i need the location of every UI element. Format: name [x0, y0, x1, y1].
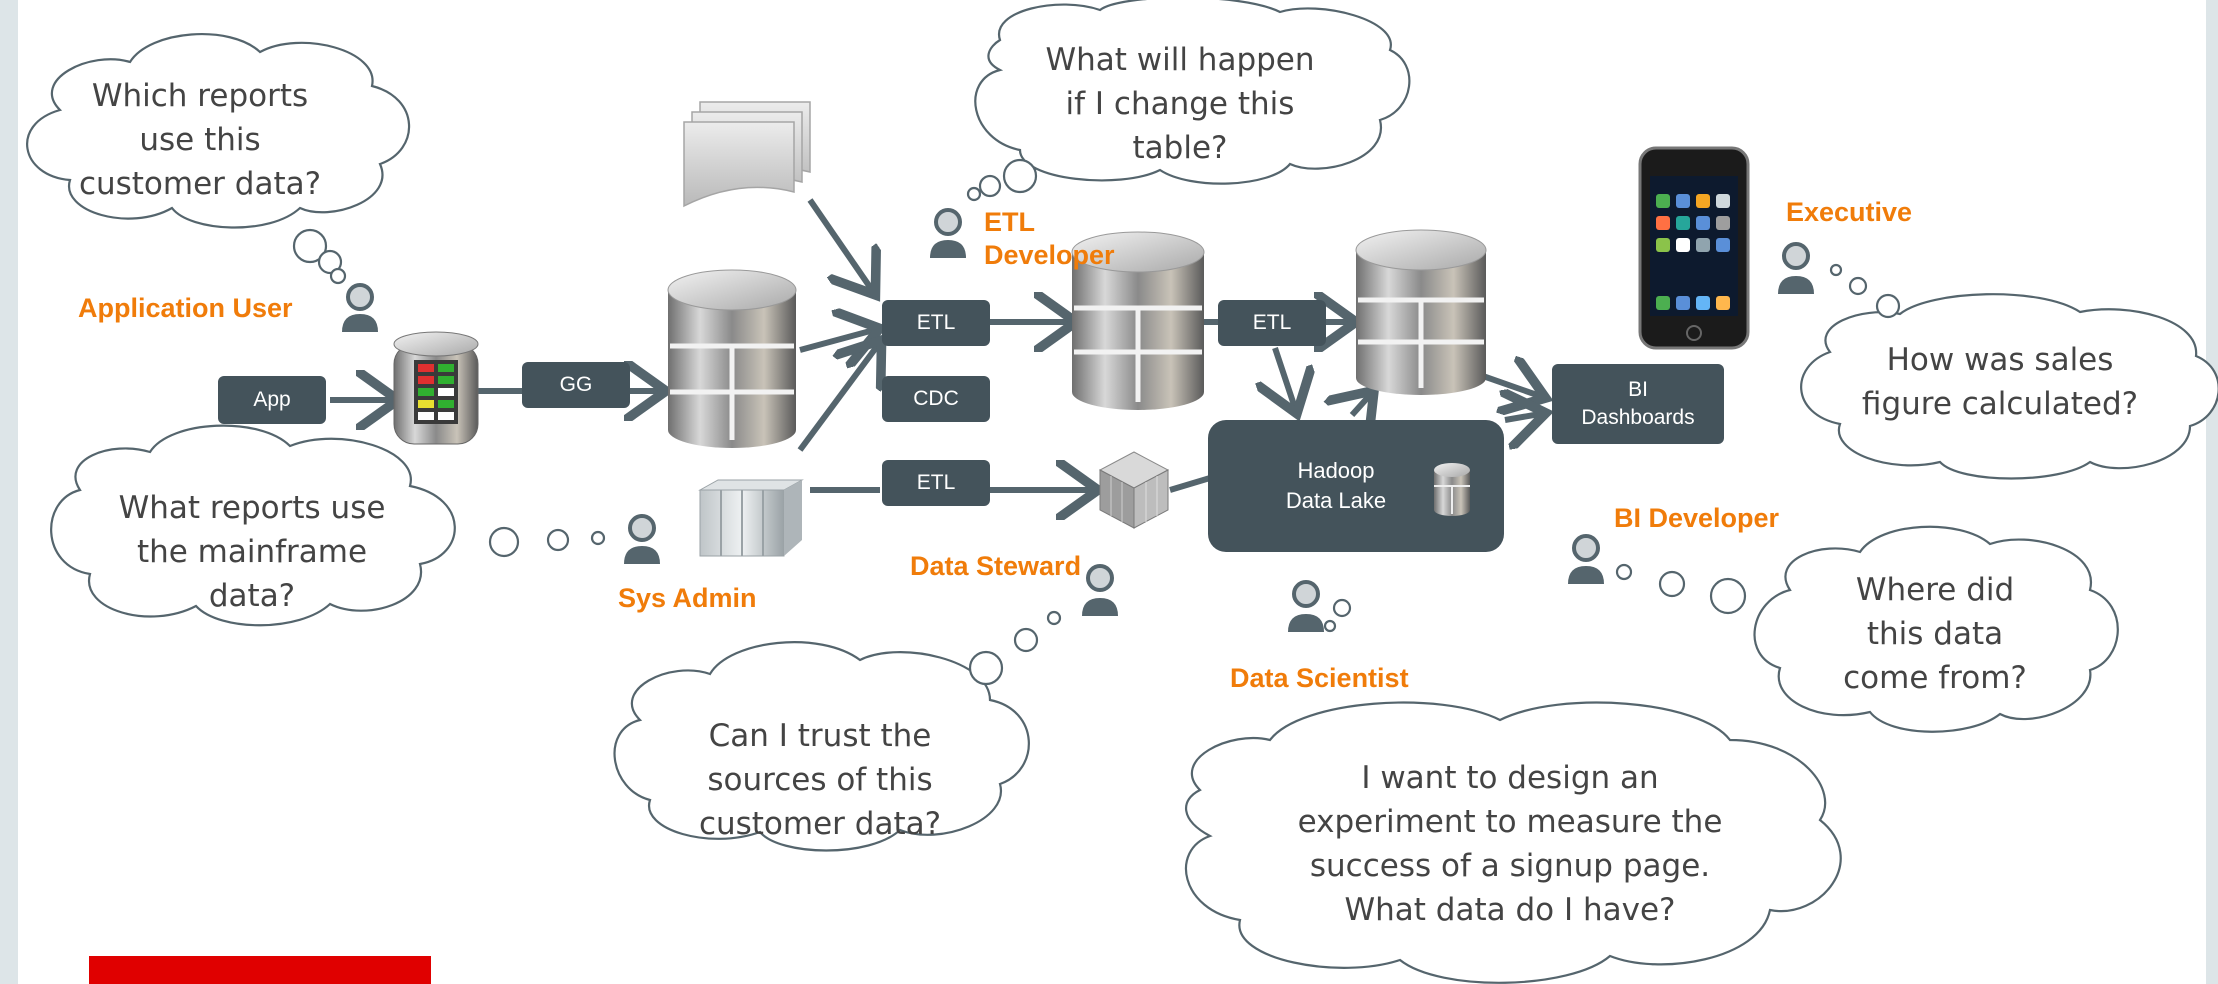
thought-cloud-data-steward: [613, 641, 1030, 852]
etl-box-mainframe: ETL: [882, 460, 990, 506]
hadoop-data-lake-box: Hadoop Data Lake: [1208, 420, 1504, 552]
question-data-steward: Can I trust the sources of this customer…: [698, 718, 942, 842]
role-bi-developer: BI Developer: [1614, 503, 1780, 533]
data-cube-icon: [1098, 451, 1170, 529]
etl-developer-person-icon: [930, 208, 966, 258]
role-data-steward: Data Steward: [910, 551, 1082, 581]
question-application-user: Which reports use this customer data?: [78, 78, 322, 202]
thought-cloud-etl-developer: [974, 0, 1411, 185]
arrow-files-to-etl: [807, 198, 872, 290]
operational-database-icon: [667, 269, 797, 448]
role-data-scientist: Data Scientist: [1230, 663, 1409, 693]
question-etl-developer: What will happen if I change this table?: [1045, 42, 1315, 166]
hadoop-database-icon: [1434, 463, 1470, 516]
arrow-mart-to-bi: [1479, 375, 1540, 396]
arrow-mainframe-to-etl: [797, 345, 878, 452]
gg-box: GG: [522, 362, 630, 408]
bi-developer-person-icon: [1568, 534, 1604, 584]
smartphone-icon: [1638, 146, 1750, 350]
hadoop-label: Hadoop Data Lake: [1285, 458, 1387, 513]
bi-dashboards-box: BI Dashboards: [1552, 364, 1724, 444]
cdc-box: CDC: [882, 376, 990, 422]
question-data-scientist: I want to design an experiment to measur…: [1297, 760, 1723, 928]
role-application-user: Application User: [78, 293, 293, 323]
arrow-database-to-etl: [799, 330, 874, 350]
role-sys-admin: Sys Admin: [618, 583, 757, 613]
role-etl-developer: ETL Developer: [984, 207, 1115, 270]
thought-cloud-bi-developer: [1753, 525, 2119, 733]
flow-arrows: [330, 198, 1540, 493]
arrow-hadoop-to-mart: [1352, 395, 1370, 415]
data-scientist-person-icon: [1288, 580, 1324, 632]
connector-cube-to-hadoop: [1169, 475, 1211, 493]
thought-cloud-data-scientist: [1184, 701, 1842, 984]
arrow-hadoop-to-bi: [1505, 414, 1540, 420]
app-box: App: [218, 376, 326, 424]
etl-box-warehouse: ETL: [1218, 300, 1326, 346]
question-sys-admin: What reports use the mainframe data?: [118, 490, 386, 614]
data-warehouse-icon: [1071, 231, 1205, 410]
brand-accent-bar: [89, 956, 431, 984]
question-executive: How was sales figure calculated?: [1861, 342, 2139, 422]
document-stack-icon: [683, 101, 811, 208]
role-executive: Executive: [1786, 197, 1913, 227]
executive-person-icon: [1778, 242, 1814, 294]
app-server-icon: [393, 331, 479, 445]
data-mart-icon: [1355, 229, 1487, 395]
mainframe-icon: [698, 479, 804, 557]
sys-admin-person-icon: [624, 514, 660, 564]
application-user-person-icon: [342, 283, 378, 332]
thought-cloud-sys-admin: [50, 424, 456, 627]
question-bi-developer: Where did this data come from?: [1843, 572, 2027, 696]
left-edge-strip: [0, 0, 18, 984]
thought-cloud-application-user: [26, 33, 411, 229]
thought-clouds: [26, 0, 2218, 984]
etl-box-ingest: ETL: [882, 300, 990, 346]
person-icons: [342, 208, 1814, 632]
thought-cloud-executive: [1800, 293, 2218, 480]
right-edge-strip: [2206, 0, 2218, 984]
data-steward-person-icon: [1082, 564, 1118, 616]
arrow-etl-to-hadoop: [1275, 347, 1295, 408]
